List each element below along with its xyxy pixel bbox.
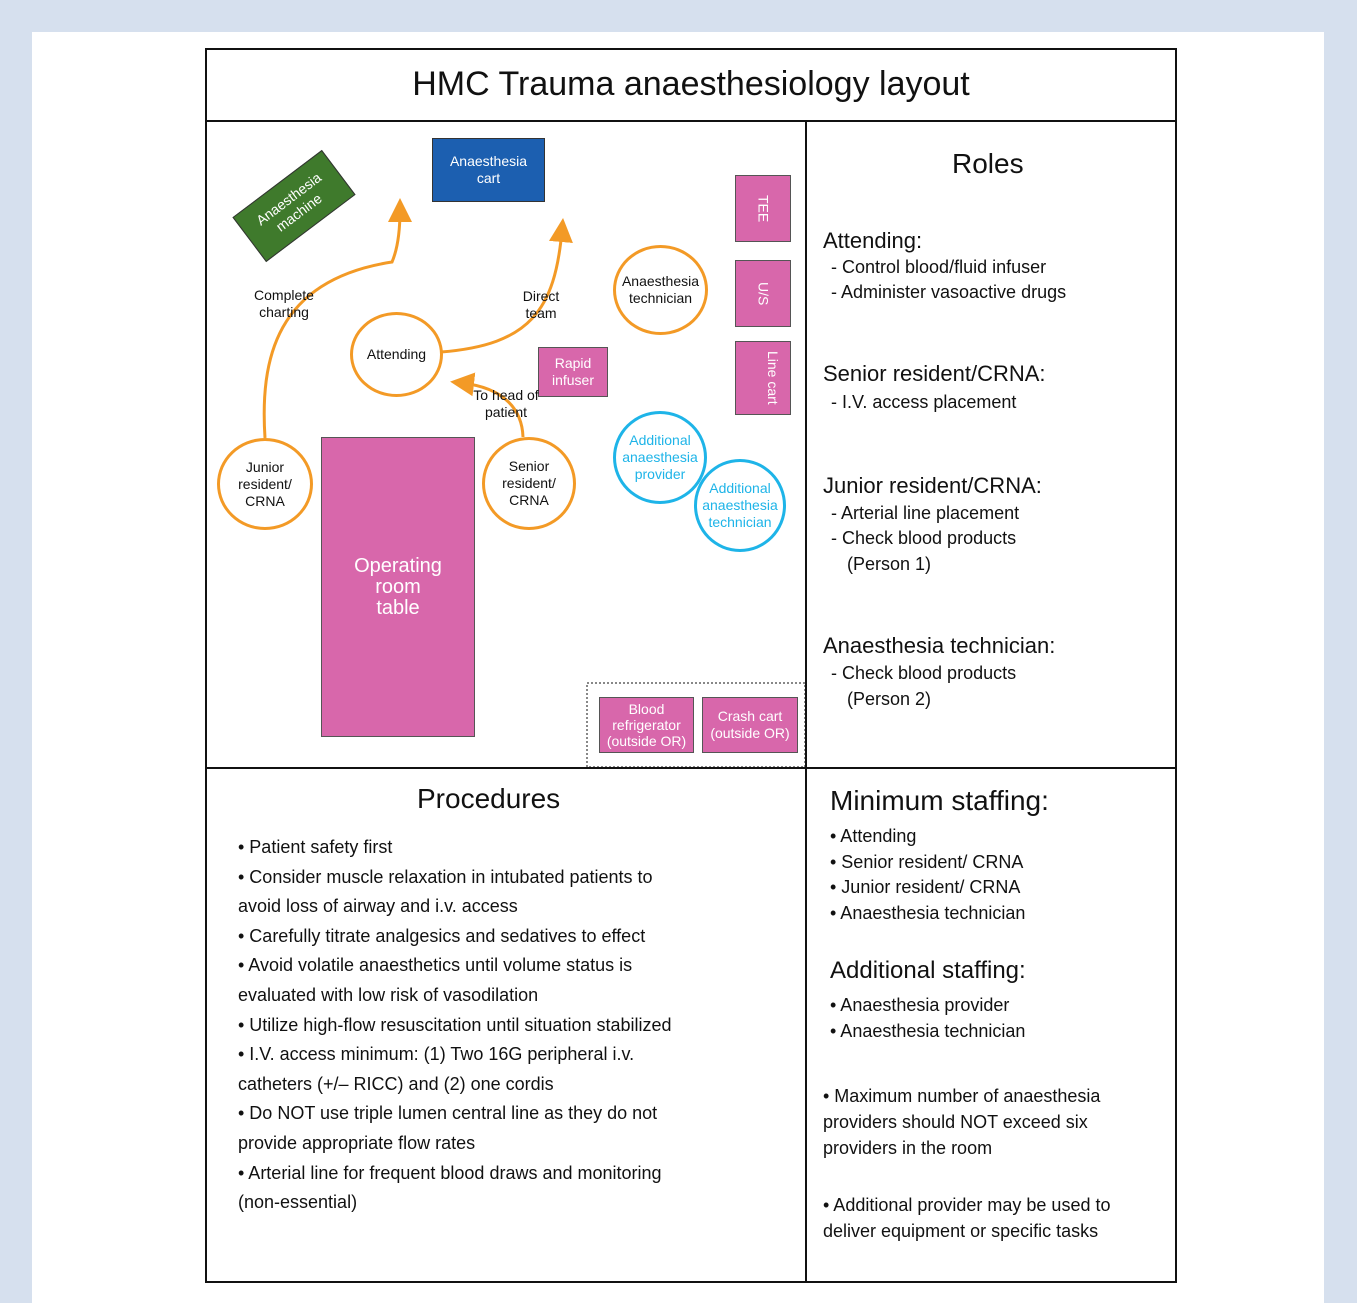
to-head-label: To head of patient <box>473 387 539 420</box>
crash-cart: Crash cart (outside OR) <box>702 697 798 753</box>
procedure-item: • Avoid volatile anaesthetics until volu… <box>238 955 633 1005</box>
procedure-item: • Carefully titrate analgesics and sedat… <box>238 925 646 946</box>
column-divider <box>805 120 807 1283</box>
outside-or-boundary <box>586 682 806 768</box>
ultrasound-cart: U/S <box>735 260 791 327</box>
minimum-staffing-heading: Minimum staffing: <box>830 785 1049 816</box>
line-cart-label: Line cart <box>765 351 781 405</box>
arrow-direct-team <box>440 218 573 354</box>
procedure-item: • Utilize high-flow resuscitation until … <box>238 1014 672 1035</box>
complete-charting-label: Complete charting <box>254 287 314 320</box>
procedure-item: • I.V. access minimum: (1) Two 16G perip… <box>238 1044 635 1094</box>
anaesthesia-technician-circle: Anaesthesia technician <box>613 245 708 335</box>
minimum-staffing-item: • Attending <box>830 826 917 846</box>
rapid-infuser: Rapid infuser <box>538 347 608 397</box>
minimum-staffing-item: • Junior resident/ CRNA <box>830 877 1021 897</box>
role-senior-title: Senior resident/CRNA: <box>823 361 1046 386</box>
minimum-staffing-item: • Senior resident/ CRNA <box>830 852 1024 872</box>
arrow-complete-charting <box>262 198 412 439</box>
arrow-to-head <box>450 372 525 438</box>
role-attending-title: Attending: <box>823 228 923 253</box>
role-technician-title: Anaesthesia technician: <box>823 633 1056 658</box>
role-senior-item: - I.V. access placement <box>831 392 1017 412</box>
procedure-item: • Consider muscle relaxation in intubate… <box>238 866 653 917</box>
tee-cart: TEE <box>735 175 791 242</box>
ultrasound-label: U/S <box>755 281 772 306</box>
role-junior-item: (Person 1) <box>847 554 932 574</box>
blood-refrigerator: Blood refrigerator (outside OR) <box>599 697 694 753</box>
procedure-item: • Patient safety first <box>238 837 393 857</box>
role-attending-item: - Administer vasoactive drugs <box>831 282 1067 302</box>
tee-label: TEE <box>755 194 772 223</box>
figure-title: HMC Trauma anaesthesiology layout <box>412 64 970 103</box>
title-divider <box>205 120 1177 122</box>
additional-staffing-item: • Anaesthesia technician <box>830 1021 1026 1041</box>
procedures-heading: Procedures <box>417 783 561 814</box>
operating-room-table: Operating room table <box>321 437 475 737</box>
staffing-note-max: • Maximum number of anaesthesia provider… <box>823 1086 1101 1158</box>
attending-circle: Attending <box>350 312 443 397</box>
role-technician-item: (Person 2) <box>847 689 932 709</box>
additional-provider-circle: Additional anaesthesia provider <box>613 411 707 504</box>
staffing-note-additional: • Additional provider may be used to del… <box>823 1195 1111 1241</box>
procedure-item: • Arterial line for frequent blood draws… <box>238 1162 662 1213</box>
senior-resident-circle: Senior resident/ CRNA <box>482 437 576 530</box>
procedure-item: • Do NOT use triple lumen central line a… <box>238 1103 658 1153</box>
minimum-staffing-item: • Anaesthesia technician <box>830 903 1026 923</box>
junior-resident-circle: Junior resident/ CRNA <box>217 438 313 530</box>
line-cart: Line cart <box>735 341 791 415</box>
additional-technician-circle: Additional anaesthesia technician <box>694 459 786 552</box>
role-junior-item: - Check blood products <box>831 528 1017 548</box>
direct-team-label: Direct team <box>522 288 560 321</box>
procedures-list: • Patient safety first • Consider muscle… <box>238 833 698 1218</box>
middle-divider <box>205 767 1177 769</box>
role-technician-item: - Check blood products <box>831 663 1017 683</box>
role-junior-item: - Arterial line placement <box>831 503 1020 523</box>
roles-heading: Roles <box>952 148 1024 179</box>
additional-staffing-heading: Additional staffing: <box>830 957 1026 984</box>
anaesthesia-cart: Anaesthesia cart <box>432 138 545 202</box>
role-junior-title: Junior resident/CRNA: <box>823 473 1042 498</box>
additional-staffing-item: • Anaesthesia provider <box>830 995 1010 1015</box>
role-attending-item: - Control blood/fluid infuser <box>831 257 1047 277</box>
